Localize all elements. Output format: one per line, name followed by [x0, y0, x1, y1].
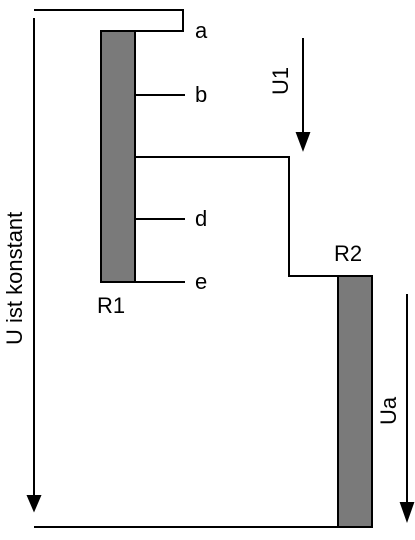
label-tap-a: a — [195, 18, 208, 43]
label-tap-b: b — [195, 82, 207, 107]
label-u1: U1 — [268, 67, 293, 95]
arrow-ua-head — [399, 502, 415, 524]
label-u-total: U ist konstant — [2, 212, 27, 345]
label-r1: R1 — [97, 293, 125, 318]
resistor-r1 — [100, 30, 136, 283]
arrow-u-total-head — [26, 495, 42, 513]
label-tap-d: d — [195, 206, 207, 231]
arrow-u1-head — [295, 132, 311, 152]
resistor-r2 — [337, 275, 373, 528]
label-r2: R2 — [334, 241, 362, 266]
wires — [34, 9, 372, 528]
arrows — [26, 18, 415, 524]
label-tap-e: e — [195, 269, 207, 294]
wire-top — [34, 9, 184, 32]
label-ua: Ua — [376, 396, 401, 425]
wire-wiper — [135, 156, 372, 277]
